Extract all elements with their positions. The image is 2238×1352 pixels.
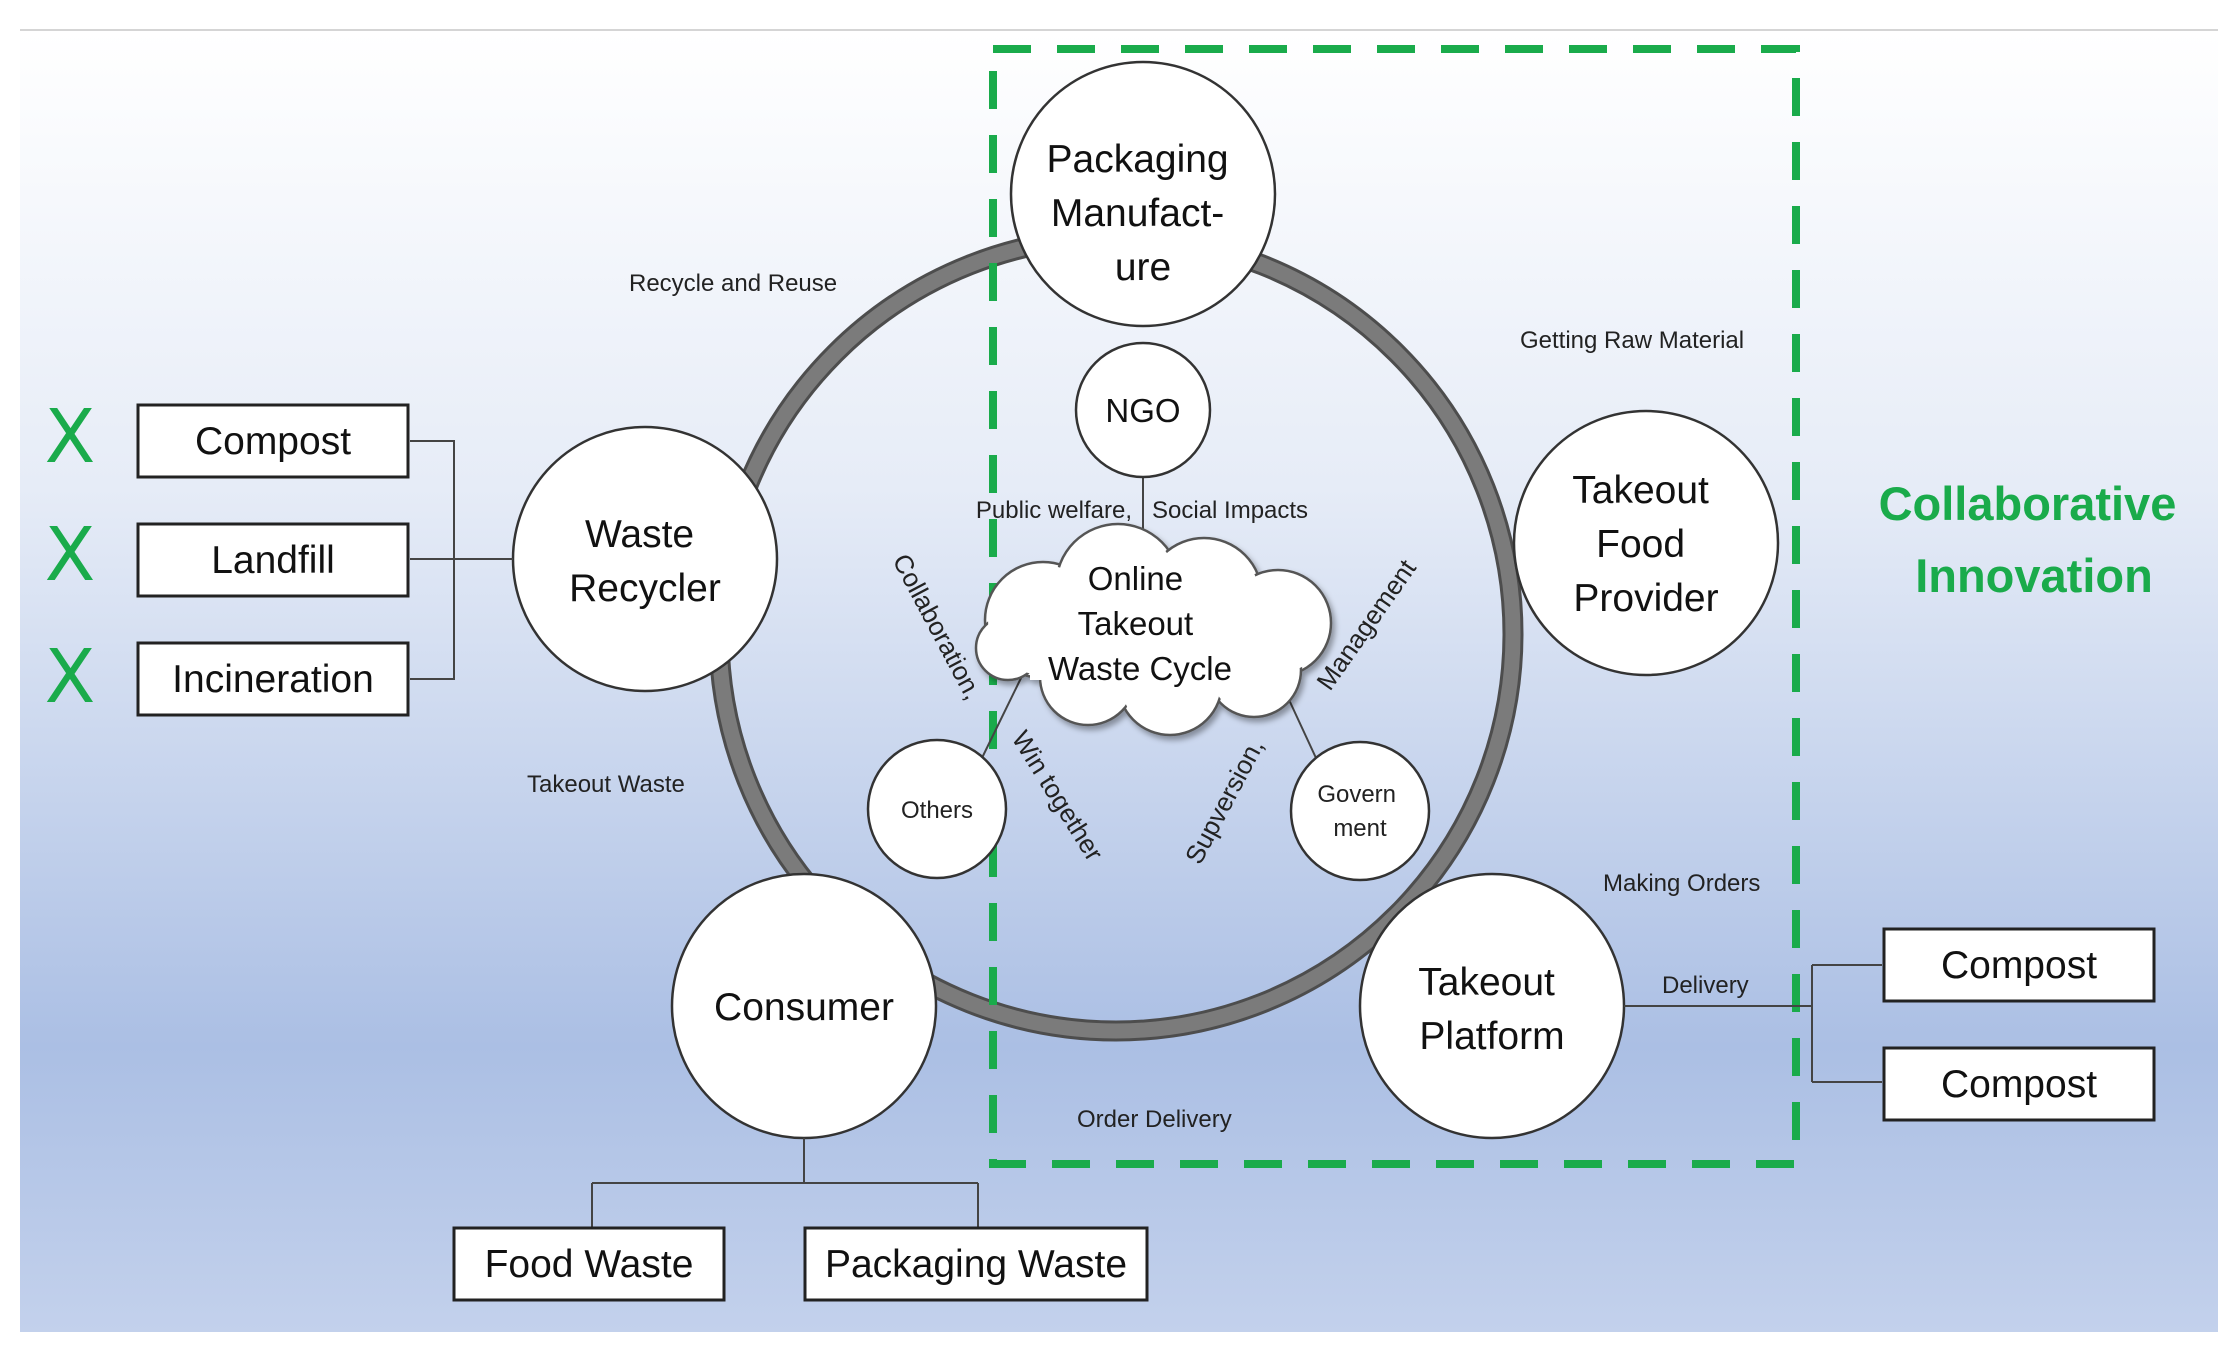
collaborative-innovation-label: Collaborative Innovation	[1879, 477, 2190, 602]
recycler-options-connector	[410, 440, 513, 680]
compost-rejected-icon: X	[45, 394, 96, 480]
takeout-waste-label: Takeout Waste	[527, 771, 685, 798]
online-takeout-cloud	[974, 522, 1333, 737]
takeout-platform-node	[1358, 872, 1626, 1140]
others-node	[866, 738, 1008, 880]
delivery-label: Delivery	[1662, 972, 1749, 999]
center-line-3: Waste Cycle	[1048, 650, 1232, 687]
right-compost-box-1	[1882, 927, 2156, 1003]
center-line-1: Online	[1088, 560, 1183, 597]
takeout-platform-label: Takeout Platform	[1418, 961, 1565, 1058]
others-connector	[979, 675, 1023, 763]
collab-line-1: Collaborative	[1879, 477, 2177, 530]
making-orders-label: Making Orders	[1603, 870, 1760, 897]
packaging-line-2: Manufact-	[1051, 192, 1224, 235]
food-waste-label: Food Waste	[485, 1243, 694, 1286]
waste-recycler-label: Waste Recycler	[569, 513, 721, 610]
packaging-waste-label: Packaging Waste	[825, 1243, 1127, 1286]
government-label: Govern ment	[1317, 781, 1402, 842]
landfill-option-box	[136, 522, 410, 598]
provider-line-3: Provider	[1573, 577, 1718, 620]
consumer-options-connector	[591, 1138, 979, 1228]
recycle-reuse-label: Recycle and Reuse	[629, 270, 837, 297]
platform-options-connector	[1624, 964, 1882, 1083]
packaging-manufacture-label: Packaging Manufact- ure	[1047, 138, 1240, 289]
incineration-option-box	[136, 641, 410, 717]
provider-line-2: Food	[1596, 523, 1685, 566]
packaging-line-1: Packaging	[1047, 138, 1229, 181]
provider-line-1: Takeout	[1572, 469, 1709, 512]
raw-material-label: Getting Raw Material	[1520, 327, 1744, 354]
collab-line-2: Innovation	[1915, 549, 2153, 602]
center-line-2: Takeout	[1078, 605, 1194, 642]
center-label: Online Takeout Waste Cycle	[1048, 560, 1232, 687]
incineration-rejected-icon: X	[45, 634, 96, 720]
government-node	[1289, 740, 1431, 882]
compost-option-box	[136, 403, 410, 479]
takeout-food-provider-node	[1512, 409, 1780, 677]
food-waste-box	[452, 1226, 726, 1302]
recycler-line-1: Waste	[585, 513, 694, 556]
landfill-rejected-icon: X	[45, 512, 96, 598]
takeout-food-provider-label: Takeout Food Provider	[1572, 469, 1719, 620]
packaging-manufacture-node	[1009, 60, 1277, 328]
compost-option-label: Compost	[195, 420, 351, 463]
government-line-2: ment	[1333, 815, 1387, 842]
order-delivery-label: Order Delivery	[1077, 1106, 1232, 1133]
ngo-node	[1074, 341, 1212, 479]
right-compost-box-2	[1882, 1046, 2156, 1122]
ngo-label: NGO	[1105, 392, 1180, 429]
packaging-waste-box	[803, 1226, 1149, 1302]
incineration-option-label: Incineration	[172, 658, 374, 701]
landfill-option-label: Landfill	[211, 539, 335, 582]
waste-recycler-node	[511, 425, 779, 693]
packaging-line-3: ure	[1115, 246, 1171, 289]
government-line-1: Govern	[1317, 781, 1396, 808]
platform-line-1: Takeout	[1418, 961, 1555, 1004]
social-impacts-label: Social Impacts	[1152, 497, 1308, 524]
right-compost-label-2: Compost	[1941, 1063, 2097, 1106]
platform-line-2: Platform	[1419, 1015, 1564, 1058]
recycler-line-2: Recycler	[569, 567, 721, 610]
consumer-label: Consumer	[714, 986, 894, 1029]
others-label: Others	[901, 797, 973, 824]
public-welfare-label: Public welfare,	[976, 497, 1132, 524]
right-compost-label-1: Compost	[1941, 944, 2097, 987]
